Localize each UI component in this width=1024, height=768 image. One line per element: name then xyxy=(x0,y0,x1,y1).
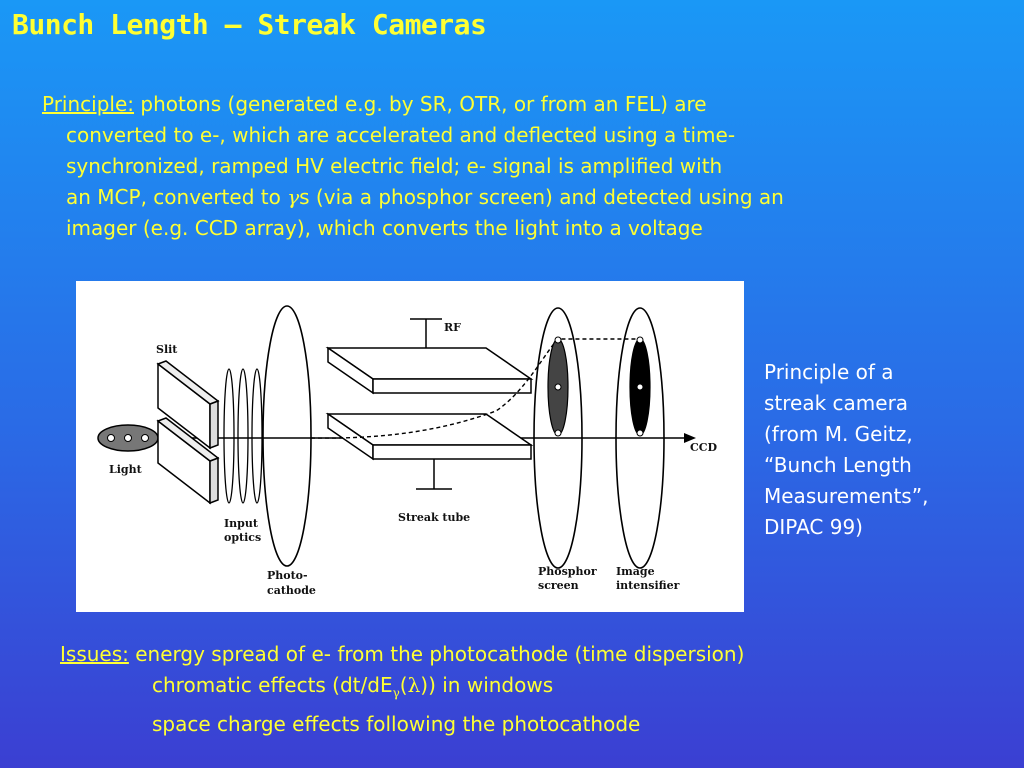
phosphor-dot-mid xyxy=(554,383,562,391)
deflector-bottom-side xyxy=(372,444,532,460)
slit-top-face xyxy=(156,360,220,405)
input-lens-2 xyxy=(237,368,249,504)
light-dot-center xyxy=(124,434,132,442)
streak-camera-diagram: Light CCD Slit Input optics Photo- catho… xyxy=(76,281,744,612)
phosphor-dot-top xyxy=(554,336,562,344)
issues-row-1: Issues: energy spread of e- from the pho… xyxy=(60,639,1000,670)
label-rf: RF xyxy=(444,321,461,334)
label-phosphor-2: screen xyxy=(538,579,579,592)
label-photocathode-1: Photo- xyxy=(267,569,308,582)
label-input-optics-2: optics xyxy=(224,531,261,544)
slide-title: Bunch Length – Streak Cameras xyxy=(12,8,487,41)
slit-bottom-side xyxy=(209,456,219,505)
axis-arrowhead xyxy=(684,433,696,443)
issue-1: energy spread of e- from the photocathod… xyxy=(135,642,745,666)
label-intensifier-2: intensifier xyxy=(616,579,680,592)
label-intensifier-1: Image xyxy=(616,565,655,578)
intensifier-dot-bottom xyxy=(636,429,644,437)
issue-2b: ( xyxy=(399,673,408,697)
input-lens-3 xyxy=(251,368,263,504)
issue-2a: chromatic effects (dt/dE xyxy=(152,673,393,697)
deflector-top-side xyxy=(372,378,532,394)
photocathode xyxy=(262,305,312,567)
principle-line-5: imager (e.g. CCD array), which converts … xyxy=(66,216,703,240)
gamma-symbol: γ xyxy=(287,185,300,209)
label-slit: Slit xyxy=(156,343,178,356)
principle-line-3: synchronized, ramped HV electric field; … xyxy=(66,154,723,178)
issue-2-gamma: γ xyxy=(392,686,400,700)
principle-label: Principle: xyxy=(42,92,135,116)
input-lens-1 xyxy=(223,368,235,504)
deflected-beam-path xyxy=(310,338,640,439)
caption-line-6: DIPAC 99) xyxy=(764,515,863,539)
principle-line-1: photons (generated e.g. by SR, OTR, or f… xyxy=(140,92,707,116)
caption-line-4: “Bunch Length xyxy=(764,453,912,477)
phosphor-dot-bottom xyxy=(554,429,562,437)
label-phosphor-1: Phosphor xyxy=(538,565,597,578)
light-dot-left xyxy=(107,434,115,442)
label-light: Light xyxy=(109,463,143,476)
slit-bottom-face xyxy=(156,417,220,462)
issues-label: Issues: xyxy=(60,642,129,666)
caption-line-1: Principle of a xyxy=(764,360,894,384)
principle-line-4b: s (via a phosphor screen) and detected u… xyxy=(299,185,784,209)
figure-caption: Principle of a streak camera (from M. Ge… xyxy=(764,357,1004,543)
principle-line-2: converted to e-, which are accelerated a… xyxy=(66,123,736,147)
streak-camera-svg: Light CCD Slit Input optics Photo- catho… xyxy=(97,305,718,597)
slit-top-side xyxy=(209,399,219,450)
issue-2: chromatic effects (dt/dEγ(λ)) in windows xyxy=(60,670,1000,709)
issue-2c: )) in windows xyxy=(420,673,554,697)
intensifier-dot-mid xyxy=(636,383,644,391)
intensifier-dot-top xyxy=(636,336,644,344)
principle-line-4: an MCP, converted to γs (via a phosphor … xyxy=(42,182,972,213)
label-photocathode-2: cathode xyxy=(267,584,316,597)
label-streak-tube: Streak tube xyxy=(398,511,470,524)
phosphor-screen xyxy=(533,307,583,569)
caption-line-5: Measurements”, xyxy=(764,484,929,508)
issues-paragraph: Issues: energy spread of e- from the pho… xyxy=(60,639,1000,740)
issue-3: space charge effects following the photo… xyxy=(152,712,641,736)
image-intensifier xyxy=(615,307,665,569)
issue-2-lambda: λ xyxy=(407,673,421,697)
label-input-optics-1: Input xyxy=(224,517,259,530)
caption-line-3: (from M. Geitz, xyxy=(764,422,913,446)
principle-line-4a: an MCP, converted to xyxy=(66,185,288,209)
principle-paragraph: Principle: photons (generated e.g. by SR… xyxy=(42,89,972,244)
label-ccd: CCD xyxy=(690,441,718,454)
light-dot-right xyxy=(141,434,149,442)
caption-line-2: streak camera xyxy=(764,391,909,415)
